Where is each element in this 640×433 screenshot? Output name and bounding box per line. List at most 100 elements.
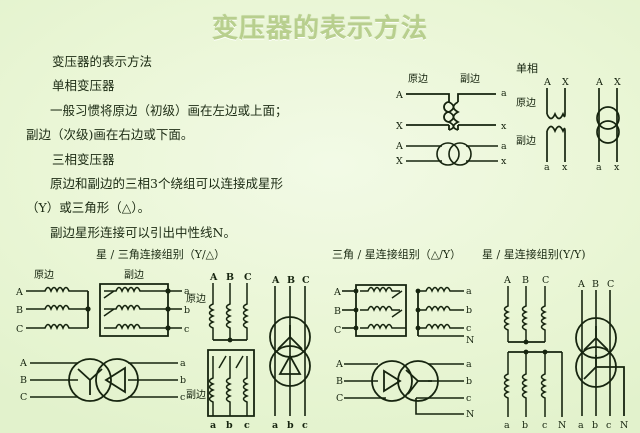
- text-line-5: 三相变压器: [52, 151, 115, 167]
- y-delta-symbol-diagram: A B C a b c: [19, 352, 190, 414]
- sp-sym-terminal-A: A: [395, 141, 403, 152]
- sp-sym-terminal-x: x: [501, 156, 507, 167]
- section-heading-y-delta: 星 / 三角连接组别（Y/△）: [96, 248, 226, 261]
- single-phase-symbol-diagram: A X a x: [588, 76, 632, 173]
- spv-secondary-label: 副边: [516, 135, 536, 147]
- dys-term-c: c: [466, 393, 471, 404]
- ydvs-term-C: C: [302, 275, 310, 286]
- yds-term-C: C: [20, 392, 27, 403]
- ydv-term-b: b: [226, 420, 233, 431]
- text-line-6: 原边和副边的三相3个绕组可以连接成星形: [50, 175, 283, 191]
- ydvs-term-B: B: [287, 275, 295, 286]
- yds-term-B: B: [20, 375, 27, 386]
- single-phase-horizontal-diagram: 原边 副边 A X a x A X a x: [395, 72, 512, 172]
- yys-term-a: a: [578, 420, 584, 431]
- dys-term-B: B: [336, 376, 343, 387]
- text-line-2: 单相变压器: [52, 78, 115, 94]
- yy-term-B: B: [522, 275, 529, 286]
- sp-primary-label: 原边: [408, 73, 428, 85]
- ydv-term-B: B: [226, 272, 234, 283]
- single-phase-caption: 单相: [516, 62, 538, 75]
- dy-term-N: N: [466, 335, 474, 346]
- page-title: 变压器的表示方法: [211, 14, 428, 44]
- text-line-8: 副边星形连接可以引出中性线N。: [50, 224, 236, 240]
- dy-term-a: a: [466, 286, 472, 297]
- sp-sym-terminal-a: a: [501, 141, 507, 152]
- yys-term-A: A: [577, 279, 585, 290]
- dy-term-c: c: [466, 323, 471, 334]
- single-phase-vertical-diagram: 原边 副边 A X a x: [516, 76, 572, 173]
- ydv-primary-label: 原边: [186, 293, 206, 305]
- spv-terminal-a: a: [544, 162, 550, 173]
- yds-term-c: c: [180, 392, 185, 403]
- dys-term-A: A: [335, 359, 343, 370]
- yy-term-a: a: [504, 420, 510, 431]
- spv-primary-label: 原边: [516, 97, 536, 109]
- sp-secondary-label: 副边: [460, 73, 480, 85]
- text-line-7: （Y）或三角形（△）。: [26, 200, 151, 216]
- section-heading-y-y: 星 / 星连接组别(Y/Y): [482, 248, 586, 261]
- sp-sym-terminal-X: X: [396, 156, 403, 167]
- yd-secondary-label: 副边: [124, 269, 144, 281]
- sps-terminal-x: x: [614, 162, 620, 173]
- dy-term-B: B: [334, 306, 341, 317]
- dys-term-b: b: [466, 376, 472, 387]
- spv-terminal-A: A: [543, 77, 551, 88]
- dy-term-C: C: [334, 325, 341, 336]
- ydv-term-C: C: [244, 272, 252, 283]
- section-heading-delta-y: 三角 / 星连接组别（△/Y）: [332, 248, 462, 261]
- yds-term-a: a: [180, 358, 186, 369]
- ydvs-term-b: b: [287, 420, 294, 431]
- body-text-block: 变压器的表示方法 单相变压器 一般习惯将原边（初级）画在左边或上面； 副边（次级…: [26, 52, 336, 247]
- text-line-1: 变压器的表示方法: [52, 54, 153, 69]
- sp-terminal-A: A: [395, 90, 403, 101]
- y-delta-vertical-winding-diagram: 原边 副边 A B C a b c: [186, 268, 260, 431]
- yd-term-c: c: [184, 324, 189, 335]
- sp-terminal-x: x: [501, 121, 507, 132]
- yds-term-A: A: [19, 358, 27, 369]
- yy-term-N: N: [558, 420, 566, 431]
- yys-term-B: B: [592, 279, 599, 290]
- sp-terminal-X: X: [396, 121, 403, 132]
- yd-term-B: B: [16, 305, 23, 316]
- yd-term-A: A: [15, 287, 23, 298]
- y-delta-vertical-symbol-diagram: A B C a b c: [262, 272, 324, 431]
- dys-term-N: N: [466, 409, 474, 420]
- delta-y-symbol-diagram: A B C a b c N: [335, 354, 476, 424]
- yys-term-C: C: [607, 279, 614, 290]
- dys-term-C: C: [336, 393, 343, 404]
- ydv-term-A: A: [209, 272, 218, 283]
- yy-term-c: c: [542, 420, 547, 431]
- ydv-term-a: a: [210, 420, 216, 431]
- spv-terminal-X: X: [562, 77, 569, 88]
- yy-term-b: b: [522, 420, 528, 431]
- y-y-symbol-diagram: A B C a b c N: [572, 276, 636, 431]
- dys-term-a: a: [466, 359, 472, 370]
- yys-term-c: c: [606, 420, 611, 431]
- ydv-term-c: c: [244, 420, 250, 431]
- sps-terminal-A: A: [595, 77, 603, 88]
- yys-term-N: N: [620, 420, 628, 431]
- yd-term-a: a: [184, 286, 190, 297]
- y-y-winding-diagram: A B C a b c N: [494, 272, 570, 431]
- delta-y-winding-diagram: A B C a b c N: [333, 272, 474, 346]
- spv-terminal-x: x: [562, 162, 568, 173]
- sps-terminal-a: a: [596, 162, 602, 173]
- yys-term-b: b: [592, 420, 598, 431]
- yd-term-b: b: [184, 305, 190, 316]
- yd-primary-label: 原边: [34, 269, 54, 281]
- sp-terminal-a: a: [501, 88, 507, 99]
- text-line-4: 副边（次级)画在右边或下面。: [26, 127, 194, 143]
- y-delta-winding-diagram: 原边 副边 A B C a b c: [15, 268, 194, 340]
- ydvs-term-c: c: [302, 420, 308, 431]
- ydvs-term-A: A: [271, 275, 280, 286]
- yy-term-A: A: [503, 275, 511, 286]
- dy-term-b: b: [466, 305, 472, 316]
- dy-term-A: A: [333, 287, 341, 298]
- sps-terminal-X: X: [614, 77, 621, 88]
- yds-term-b: b: [180, 375, 186, 386]
- ydv-secondary-label: 副边: [186, 389, 206, 401]
- yd-term-C: C: [16, 324, 23, 335]
- ydvs-term-a: a: [272, 420, 278, 431]
